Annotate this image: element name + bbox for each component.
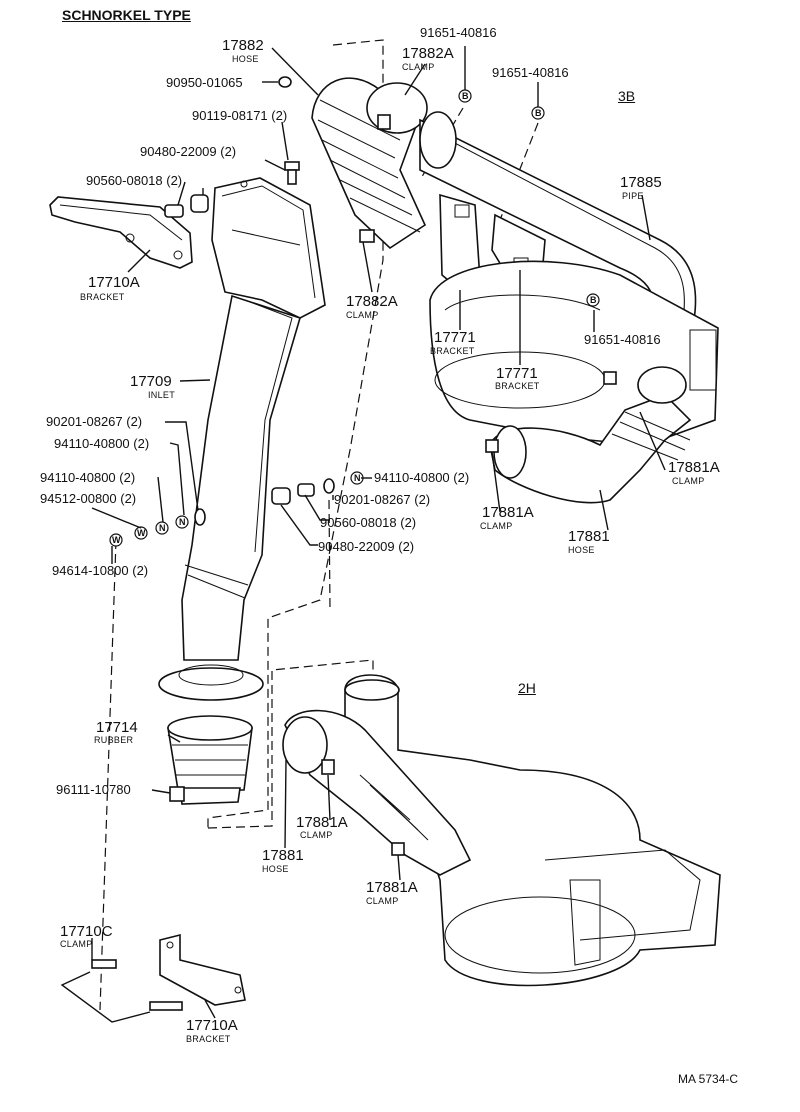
clamp-17881a-lower2-screw: [391, 842, 405, 856]
label-94110-right: 94110-40800 (2): [374, 470, 470, 485]
label-17709-sub: INLET: [148, 390, 176, 400]
label-17710a-top: 17710A: [88, 274, 140, 291]
label-90560-mid: 90560-08018 (2): [320, 515, 417, 530]
label-17714-sub: RUBBER: [94, 735, 134, 745]
label-17710a-bot-sub: BRACKET: [186, 1034, 231, 1044]
clamp-96111: [169, 786, 241, 805]
label-94614: 94614-10800 (2): [52, 563, 149, 578]
washer-90201-right: [323, 478, 335, 494]
inlet-flange: [158, 667, 264, 701]
label-90560-top: 90560-08018 (2): [86, 173, 183, 188]
collar-90560-mid: [297, 483, 315, 497]
air-cleaner-2h: [344, 674, 721, 987]
hose-17882: [311, 77, 428, 250]
symbol-n-right: N: [350, 471, 364, 485]
symbol-w-2: W: [109, 533, 123, 547]
label-17881a-lower1-sub: CLAMP: [300, 830, 333, 840]
label-91651-a: 91651-40816: [420, 25, 497, 40]
label-17881a-right-sub: CLAMP: [672, 476, 705, 486]
bracket-17710a-lower: [159, 933, 246, 1006]
label-17771-a-sub: BRACKET: [430, 346, 475, 356]
label-90950: 90950-01065: [166, 75, 243, 90]
label-17882a-top-sub: CLAMP: [402, 62, 435, 72]
collar-90560: [164, 204, 184, 218]
label-17881a-lower2-sub: CLAMP: [366, 896, 399, 906]
symbol-b-2: B: [531, 106, 545, 120]
diagram-code: MA 5734-C: [678, 1072, 739, 1086]
label-17882a-mid-sub: CLAMP: [346, 310, 379, 320]
label-94110-left2: 94110-40800 (2): [40, 470, 136, 485]
label-90480-top: 90480-22009 (2): [140, 144, 237, 159]
label-17771-a: 17771: [434, 329, 476, 346]
symbol-b-1: B: [458, 89, 472, 103]
clamp-17882a-top-screw: [377, 114, 391, 130]
label-17882-sub: HOSE: [232, 54, 259, 64]
svg-text:N: N: [179, 517, 186, 527]
label-17709: 17709: [130, 373, 172, 390]
label-17710a-bot: 17710A: [186, 1017, 238, 1034]
label-17771-b-sub: BRACKET: [495, 381, 540, 391]
symbol-b-3: B: [586, 293, 600, 307]
svg-text:N: N: [354, 473, 361, 483]
label-17882: 17882: [222, 37, 264, 54]
label-17714: 17714: [96, 719, 138, 736]
label-17881a-mid-sub: CLAMP: [480, 521, 513, 531]
label-17881-right-sub: HOSE: [568, 545, 595, 555]
label-17881a-right: 17881A: [668, 459, 720, 476]
section-3b: 3B: [618, 88, 636, 104]
symbol-w-1: W: [134, 526, 148, 540]
clamp-17881a-lower1-screw: [321, 759, 335, 775]
label-17710a-top-sub: BRACKET: [80, 292, 125, 302]
label-17881a-lower2: 17881A: [366, 879, 418, 896]
clamp-17881a-right-screw: [603, 371, 617, 385]
bolt-90119: [284, 161, 300, 185]
label-17881-right: 17881: [568, 528, 610, 545]
section-2h: 2H: [518, 680, 536, 696]
label-17881a-lower1: 17881A: [296, 814, 348, 831]
assembly-outline: [207, 39, 384, 828]
label-17882a-top: 17882A: [402, 45, 454, 62]
svg-text:B: B: [535, 108, 542, 118]
grommet-90950: [278, 76, 292, 88]
label-90119: 90119-08171 (2): [192, 108, 288, 123]
svg-text:N: N: [159, 523, 166, 533]
label-91651-c: 91651-40816: [584, 332, 661, 347]
label-17881-lower-sub: HOSE: [262, 864, 289, 874]
assembly-outline-lower: [207, 659, 374, 829]
clamp-17882a-mid-screw: [359, 229, 375, 243]
label-17882a-mid: 17882A: [346, 293, 398, 310]
svg-text:W: W: [137, 528, 146, 538]
bracket-17710a-upper: [49, 196, 193, 269]
diagram-title: SCHNORKEL TYPE: [62, 7, 191, 23]
clamp-17881a-mid-screw: [485, 439, 499, 453]
hose-17881-lower: [282, 709, 472, 876]
washer-90201-left: [194, 508, 206, 526]
label-17885: 17885: [620, 174, 662, 191]
label-17710c: 17710C: [60, 923, 113, 940]
label-91651-b: 91651-40816: [492, 65, 569, 80]
label-90201-right: 90201-08267 (2): [334, 492, 431, 507]
label-17710c-sub: CLAMP: [60, 939, 93, 949]
label-96111: 96111-10780: [56, 782, 131, 797]
label-17881-lower: 17881: [262, 847, 304, 864]
spacer-90480: [190, 194, 209, 213]
svg-text:W: W: [112, 535, 121, 545]
label-17771-b: 17771: [496, 365, 538, 382]
label-17885-sub: PIPE: [622, 191, 644, 201]
symbol-n-1: N: [175, 515, 189, 529]
symbol-n-2: N: [155, 521, 169, 535]
clamp-17710c: [60, 959, 183, 1023]
label-17881a-mid: 17881A: [482, 504, 534, 521]
svg-text:B: B: [590, 295, 597, 305]
label-94512: 94512-00800 (2): [40, 491, 137, 506]
rubber-17714: [167, 715, 253, 791]
inlet-head-17709: [211, 177, 326, 319]
svg-text:B: B: [462, 91, 469, 101]
label-90201-left: 90201-08267 (2): [46, 414, 143, 429]
label-94110-left1: 94110-40800 (2): [54, 436, 150, 451]
spacer-90480-mid: [271, 487, 291, 505]
inlet-tube-17709: [181, 294, 301, 661]
label-90480-mid: 90480-22009 (2): [318, 539, 415, 554]
